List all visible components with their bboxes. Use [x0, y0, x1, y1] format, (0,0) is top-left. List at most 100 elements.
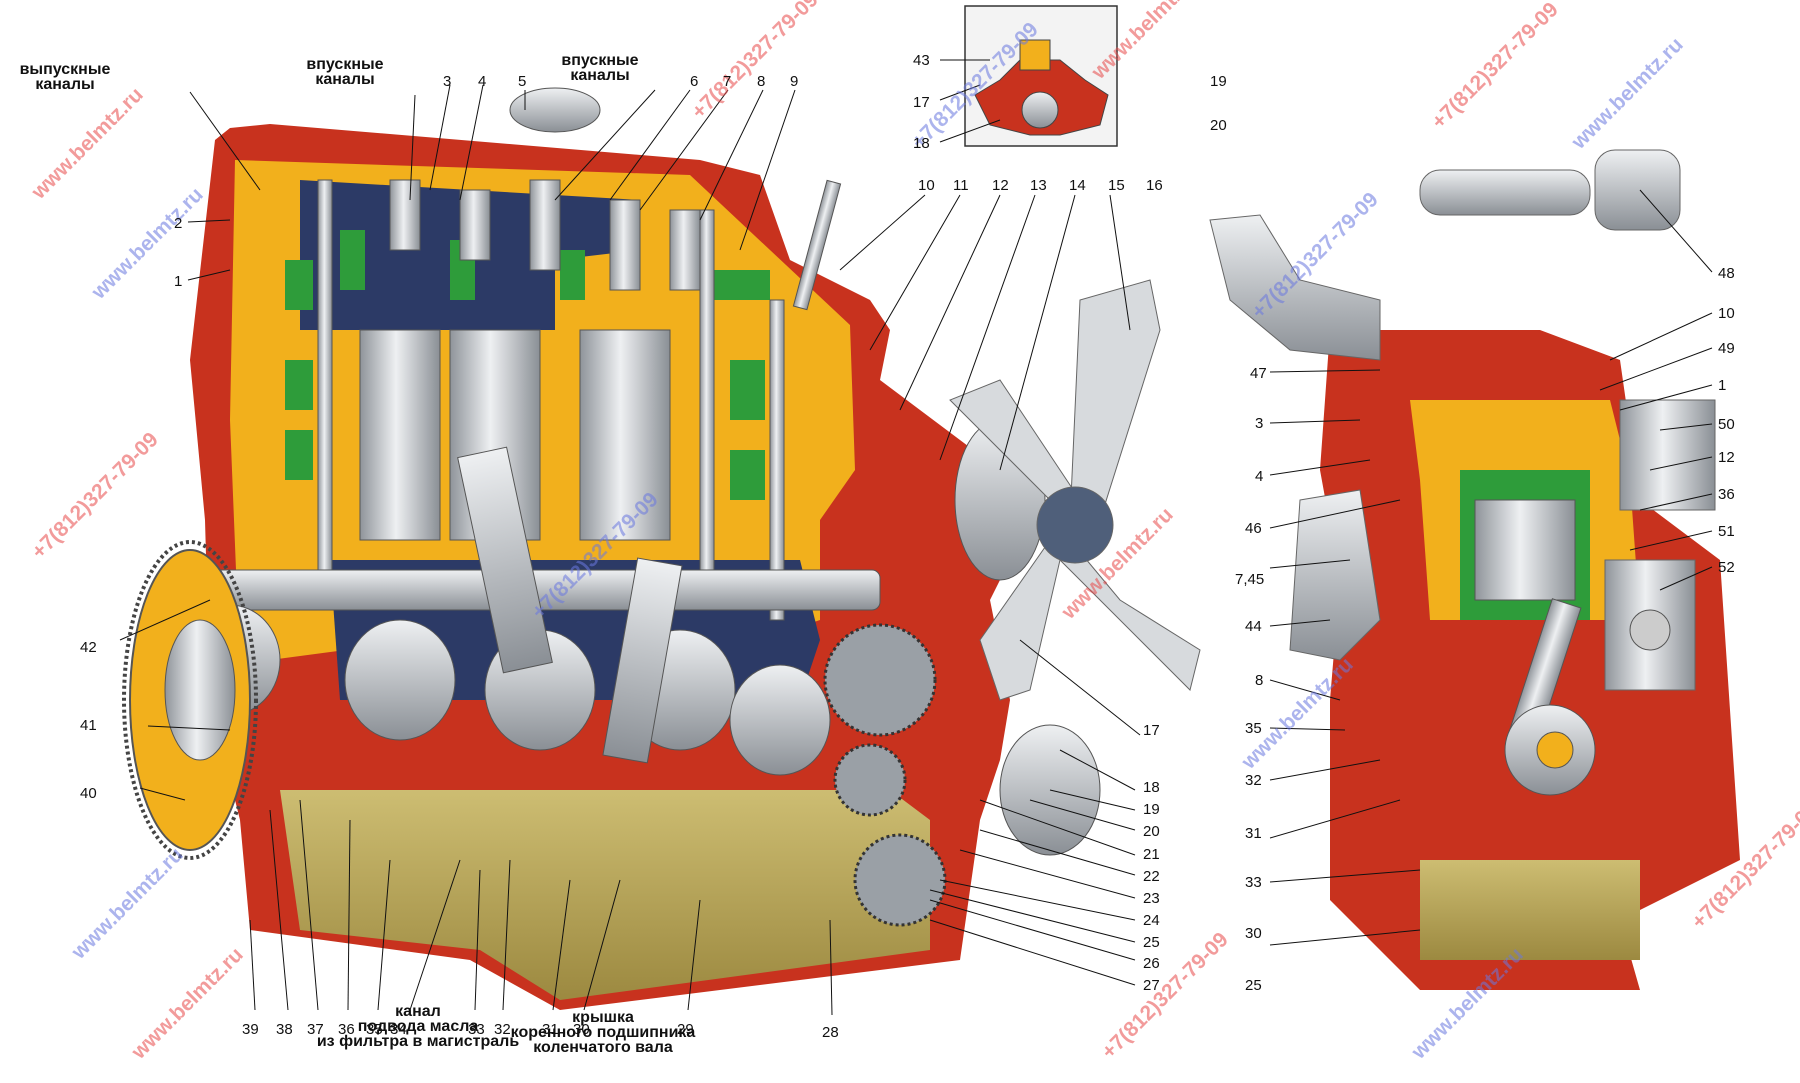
cross-section-sump [1420, 860, 1640, 960]
callout-37: 37 [307, 1021, 324, 1038]
callout-14: 14 [1069, 177, 1086, 194]
callout-28: 28 [822, 1024, 839, 1041]
callout-22: 22 [1143, 868, 1160, 885]
inset-detail [964, 5, 1118, 147]
callout-30-right: 30 [1245, 925, 1262, 942]
callout-36-right: 36 [1718, 486, 1735, 503]
callout-2: 2 [174, 215, 182, 232]
callout-25-right: 25 [1245, 977, 1262, 994]
callout-25: 25 [1143, 934, 1160, 951]
callout-41: 41 [80, 717, 97, 734]
callout-20-inset: 20 [1210, 117, 1227, 134]
callout-6: 6 [690, 73, 698, 90]
callout-34: 34 [390, 1021, 407, 1038]
fan [949, 279, 1201, 701]
callout-51: 51 [1718, 523, 1735, 540]
cross-section [1209, 149, 1740, 990]
watermark-phone: +7(812)327-79-09 [1097, 928, 1233, 1064]
callout-33: 33 [468, 1021, 485, 1038]
callout-18: 18 [1143, 779, 1160, 796]
crankshaft [179, 446, 881, 776]
flywheel-hub [164, 619, 236, 761]
watermark-site: www.belmtz.ru [1567, 33, 1688, 154]
callout-31: 31 [542, 1021, 559, 1038]
callout-49: 49 [1718, 340, 1735, 357]
callout-50: 50 [1718, 416, 1735, 433]
callout-1-right: 1 [1718, 377, 1726, 394]
callout-8: 8 [757, 73, 765, 90]
watermark-phone: +7(812)327-79-09 [27, 428, 163, 564]
turbo-housing [1594, 149, 1681, 231]
watermark-site: www.belmtz.ru [67, 843, 188, 964]
callout-11: 11 [953, 177, 969, 194]
callout-27: 27 [1143, 977, 1160, 994]
callout-numbers: 2 1 3 4 5 6 7 8 9 10 11 12 13 14 15 16 1… [80, 52, 1735, 1041]
callout-16: 16 [1146, 177, 1163, 194]
callout-12-right: 12 [1718, 449, 1735, 466]
callout-31-right: 31 [1245, 825, 1262, 842]
callout-9: 9 [790, 73, 798, 90]
watermark-site: www.belmtz.ru [27, 83, 148, 204]
callout-33-right: 33 [1245, 874, 1262, 891]
callout-43: 43 [913, 52, 930, 69]
oil-filter [1289, 489, 1381, 661]
watermark-phone: +7(812)327-79-09 [1427, 0, 1563, 134]
callout-3: 3 [443, 73, 451, 90]
callout-17: 17 [1143, 722, 1160, 739]
piston [1474, 499, 1576, 601]
callout-5: 5 [518, 73, 526, 90]
callout-32-right: 32 [1245, 772, 1262, 789]
callout-35-right: 35 [1245, 720, 1262, 737]
callout-24: 24 [1143, 912, 1160, 929]
callout-10-right: 10 [1718, 305, 1735, 322]
callout-52: 52 [1718, 559, 1735, 576]
longitudinal-section [122, 87, 1201, 1010]
callout-36: 36 [338, 1021, 355, 1038]
callout-26: 26 [1143, 955, 1160, 972]
callout-13: 13 [1030, 177, 1047, 194]
watermark-phone: +7(812)327-79-09 [687, 0, 823, 124]
callout-20: 20 [1143, 823, 1160, 840]
callout-32: 32 [494, 1021, 511, 1038]
callout-29: 29 [677, 1021, 694, 1038]
callout-12: 12 [992, 177, 1009, 194]
oil-sump [280, 790, 930, 1000]
cylinders [359, 329, 671, 541]
ring-gear [122, 540, 258, 860]
callout-19: 19 [1143, 801, 1160, 818]
watermark-site: www.belmtz.ru [127, 943, 248, 1064]
callout-35: 35 [366, 1021, 383, 1038]
fuel-pump [1619, 399, 1716, 511]
callout-1: 1 [174, 273, 182, 290]
callout-3-right: 3 [1255, 415, 1263, 432]
watermark-site: www.belmtz.ru [87, 183, 208, 304]
callout-10: 10 [918, 177, 935, 194]
callout-44: 44 [1245, 618, 1262, 635]
callout-15: 15 [1108, 177, 1125, 194]
intake-pipe [1419, 169, 1591, 216]
callout-7-45: 7,45 [1235, 571, 1264, 588]
callout-30: 30 [573, 1021, 590, 1038]
callout-4-right: 4 [1255, 468, 1263, 485]
valves [317, 179, 785, 621]
callout-19-inset: 19 [1210, 73, 1227, 90]
injector [792, 179, 842, 311]
callout-4: 4 [478, 73, 486, 90]
callout-39: 39 [242, 1021, 259, 1038]
leader-lines [119, 59, 1713, 1016]
callout-47: 47 [1250, 365, 1267, 382]
exhaust-pipe [1209, 214, 1381, 361]
callout-46: 46 [1245, 520, 1262, 537]
callout-23: 23 [1143, 890, 1160, 907]
breather-cap [509, 87, 601, 133]
callout-17-inset: 17 [913, 94, 930, 111]
callout-48: 48 [1718, 265, 1735, 282]
timing-gears [823, 623, 947, 927]
